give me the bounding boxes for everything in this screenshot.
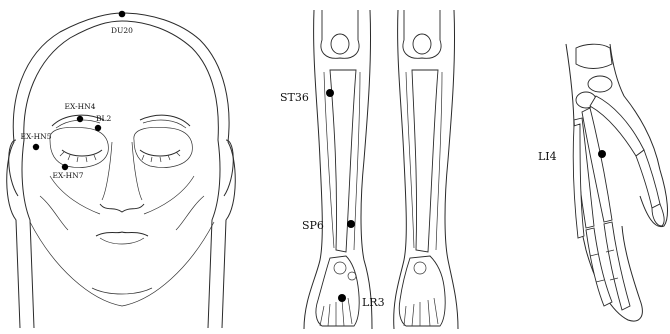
sp6-label: SP6 <box>302 219 324 232</box>
ex-hn4-label: EX-HN4 <box>65 102 96 111</box>
ex-hn7-label: EX-HN7 <box>53 171 84 180</box>
st36-point <box>326 89 334 97</box>
du20-label: DU20 <box>111 26 133 35</box>
li4-point <box>598 150 606 158</box>
bl2-point <box>95 125 101 131</box>
hand-illustration <box>566 44 667 321</box>
lr3-point <box>338 294 346 302</box>
bl2-label: BL2 <box>96 114 111 123</box>
lr3-label: LR3 <box>362 296 385 309</box>
ex-hn7-point <box>62 164 68 170</box>
du20-point <box>119 11 126 18</box>
ex-hn5-point <box>33 144 39 150</box>
st36-label: ST36 <box>280 91 309 104</box>
legs-illustration <box>304 10 458 329</box>
ex-hn4-point <box>77 116 83 122</box>
ex-hn5-label: EX-HN5 <box>21 132 52 141</box>
sp6-point <box>347 220 355 228</box>
face-illustration <box>7 13 236 328</box>
li4-label: LI4 <box>538 150 557 163</box>
